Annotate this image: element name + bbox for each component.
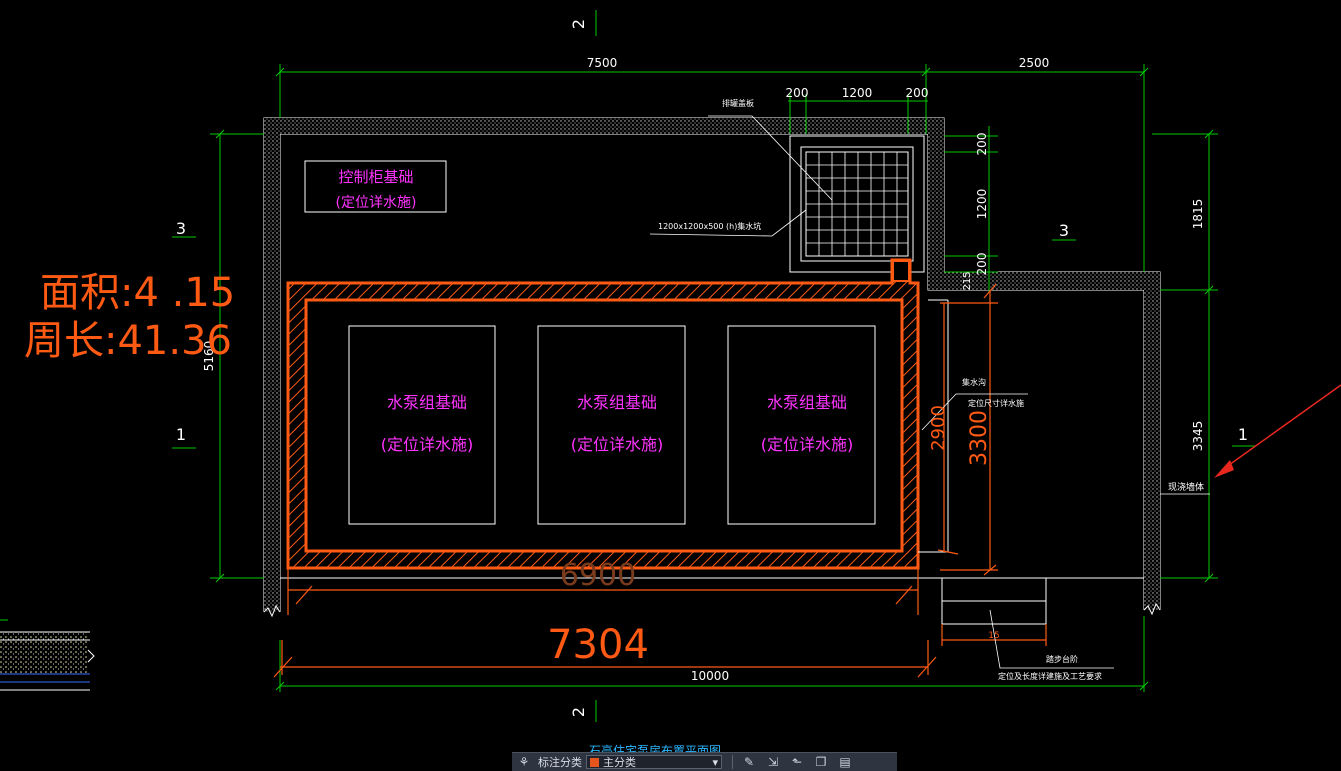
steps-label-2: 定位及长度详建施及工艺要求 — [998, 671, 1102, 681]
existing-wall-label: 现浇墙体 — [1168, 481, 1204, 493]
dim-pit-1200: 1200 — [842, 86, 873, 100]
dim-pit-v-200-bottom: 200 — [975, 253, 989, 276]
dim-right-top: 1815 — [1191, 199, 1205, 230]
pump-base-3[interactable]: 水泵组基础 (定位详水施) — [727, 325, 876, 525]
drain-ditch-label-1: 集水沟 — [962, 377, 986, 387]
leader-lines — [649, 115, 1210, 669]
dim-2900: 2900 — [928, 405, 949, 451]
dim-bottom-total: 10000 — [691, 669, 729, 683]
dimension-texts: 7500 2500 200 1200 200 10000 5160 1815 3… — [202, 56, 1205, 683]
control-cabinet-label-1: 控制柜基础 — [338, 168, 413, 186]
red-arrow — [1214, 384, 1341, 478]
dim-small-15: 15 — [988, 631, 999, 641]
dimension-lines — [172, 10, 1256, 722]
toolbar-separator — [732, 755, 733, 769]
control-cabinet-base[interactable]: 控制柜基础 (定位详水施) — [304, 160, 447, 213]
axis-top: 2 — [569, 19, 588, 29]
dim-step-215: 215 — [962, 271, 973, 290]
dim-6900: 6900 — [560, 558, 636, 593]
axis-labels: 2 2 3 3 1 1 — [176, 19, 1248, 717]
highlighted-region[interactable] — [286, 258, 920, 570]
steps[interactable] — [941, 577, 1047, 625]
pump-base-1-label-2: (定位详水施) — [381, 435, 474, 454]
perimeter-label: 周长:41.36 — [24, 318, 232, 364]
pump-base-2-label-2: (定位详水施) — [571, 435, 664, 454]
pump-base-1[interactable]: 水泵组基础 (定位详水施) — [348, 325, 496, 525]
category-selected-value: 主分类 — [603, 756, 636, 769]
measurement-texts: 面积:4 .15 周长:41.36 7304 6900 3300 2900 — [24, 270, 992, 668]
annotation-toolbar: ⚘ 标注分类 主分类 ▾ ✎ ⇲ ⬑ ❐ ▤ — [512, 752, 897, 771]
axis-right-upper: 3 — [1059, 221, 1069, 240]
axis-left-lower: 1 — [176, 425, 186, 444]
dim-pit-200-right: 200 — [906, 86, 929, 100]
axis-right-lower: 1 — [1238, 425, 1248, 444]
axis-left-upper: 3 — [176, 219, 186, 238]
dim-top-right: 2500 — [1019, 56, 1050, 70]
measure-icon[interactable]: ⇲ — [767, 755, 779, 769]
pump-base-1-label-1: 水泵组基础 — [387, 393, 467, 412]
control-cabinet-label-2: (定位详水施) — [336, 195, 417, 211]
layer-icon[interactable]: ▤ — [839, 755, 851, 769]
category-color-swatch — [590, 757, 599, 767]
measurement-dimensions — [273, 283, 1047, 678]
area-label: 面积:4 .15 — [40, 270, 235, 316]
pump-base-2-label-1: 水泵组基础 — [577, 393, 657, 412]
dim-top-left: 7500 — [587, 56, 618, 70]
pump-base-2[interactable]: 水泵组基础 (定位详水施) — [537, 325, 686, 525]
steps-label-1: 踏步台阶 — [1046, 654, 1078, 664]
dim-7304: 7304 — [547, 622, 649, 668]
section-detail-fragment — [0, 619, 95, 691]
drain-ditch-label-2: 定位尺寸详水施 — [968, 398, 1024, 408]
copy-icon[interactable]: ❐ — [815, 755, 827, 769]
dim-left-height: 5160 — [202, 341, 216, 372]
dim-pit-v-200-top: 200 — [975, 133, 989, 156]
pump-base-3-label-1: 水泵组基础 — [767, 393, 847, 412]
move-icon[interactable]: ⬑ — [791, 755, 803, 769]
drainage-ditch — [918, 299, 949, 553]
annotation-mode-icon[interactable]: ⚘ — [518, 755, 530, 769]
category-select[interactable]: 主分类 ▾ — [586, 755, 722, 769]
dim-3300: 3300 — [967, 410, 992, 466]
chevron-down-icon: ▾ — [712, 755, 718, 769]
axis-bottom: 2 — [569, 707, 588, 717]
dim-right-bottom: 3345 — [1191, 421, 1205, 452]
pin-icon[interactable]: ✎ — [743, 755, 755, 769]
dim-pit-v-1200: 1200 — [975, 189, 989, 220]
sump-pit-label: 1200x1200x500 (h)集水坑 — [658, 221, 761, 231]
toolbar-category-label: 标注分类 — [538, 756, 582, 769]
dim-pit-200-left: 200 — [786, 86, 809, 100]
sump-pit[interactable] — [789, 135, 925, 273]
pump-base-3-label-2: (定位详水施) — [761, 435, 854, 454]
pit-cover-label: 排罐盖板 — [722, 98, 754, 108]
